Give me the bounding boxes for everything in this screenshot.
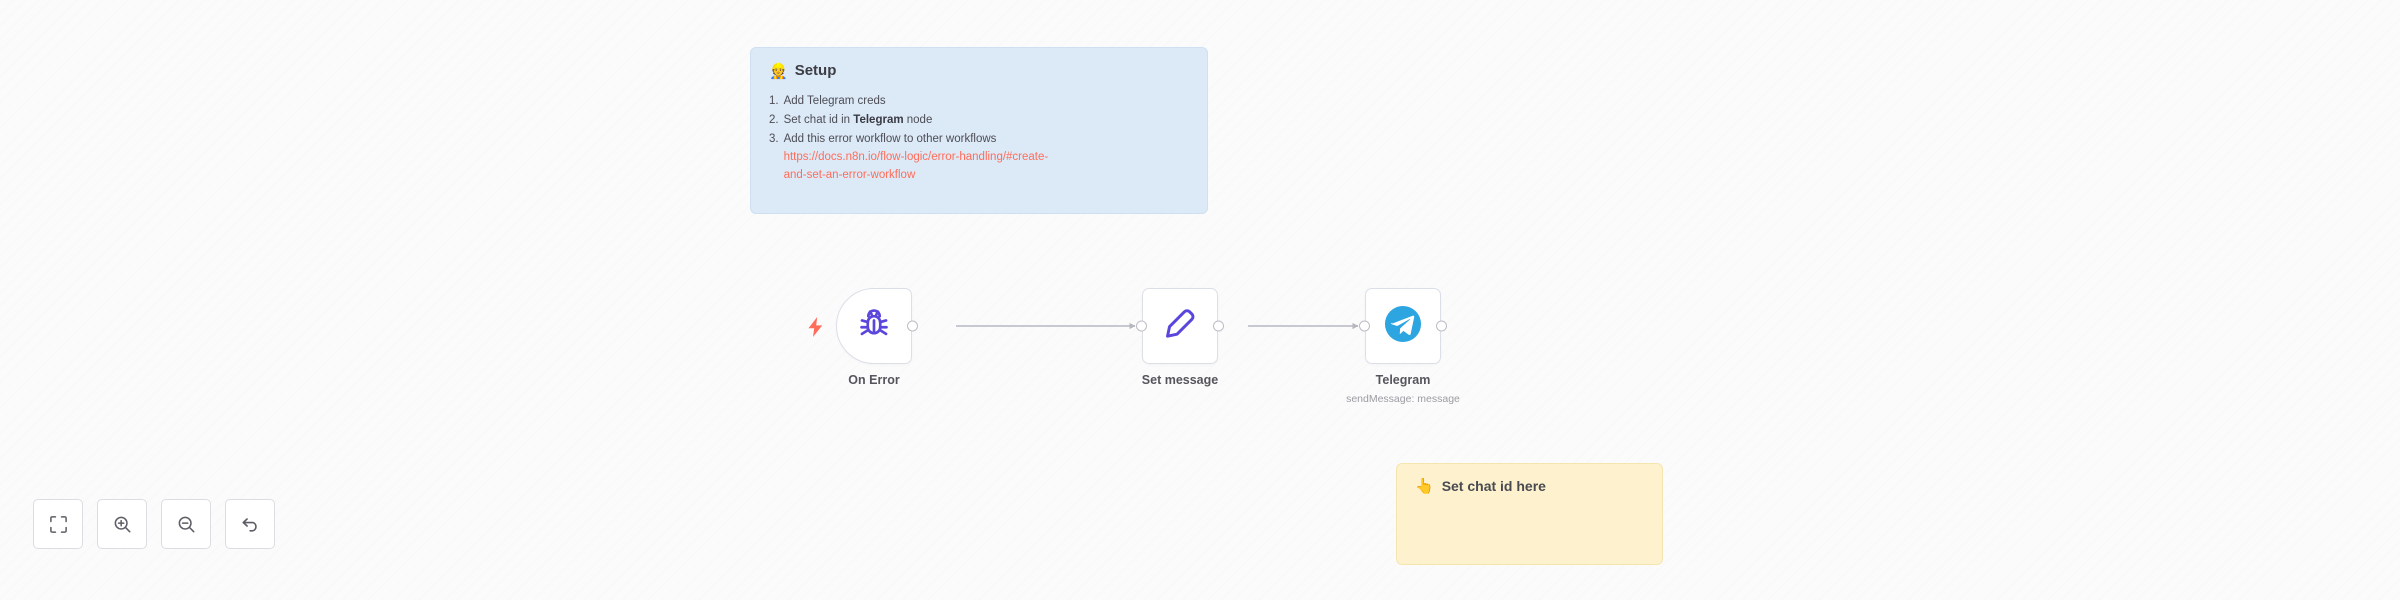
node-on-error-output-endpoint[interactable] — [907, 320, 918, 332]
node-set-message-input-endpoint[interactable] — [1136, 320, 1147, 332]
error-handling-docs-link[interactable]: https://docs.n8n.io/flow-logic/error-han… — [783, 150, 1049, 181]
setup-step-2-number: 2. — [769, 113, 779, 126]
setup-step-1-text: Add Telegram creds — [783, 95, 886, 107]
setup-step-3-number: 3. — [769, 132, 779, 145]
node-set-message-label: Set message — [1141, 373, 1219, 387]
sticky-note-chat-id-title: 👆 Set chat id here — [1415, 478, 1644, 495]
setup-step-3: 3. Add this error workflow to other work… — [769, 130, 1189, 185]
sticky-note-setup-steps: 1. Add Telegram creds 2. Set chat id in … — [769, 92, 1189, 185]
setup-step-2-prefix: Set chat id in — [783, 113, 854, 126]
fit-view-icon — [49, 515, 68, 534]
sticky-note-chat-id[interactable]: 👆 Set chat id here — [1396, 463, 1663, 565]
node-telegram[interactable]: Telegram sendMessage: message — [1346, 288, 1460, 405]
node-telegram-input-endpoint[interactable] — [1359, 320, 1370, 332]
sticky-note-setup-title-text: Setup — [794, 62, 837, 79]
pen-icon — [1163, 307, 1197, 346]
node-set-message-output-endpoint[interactable] — [1213, 320, 1224, 332]
setup-step-1-number: 1. — [769, 95, 779, 107]
setup-step-3-text: Add this error workflow to other workflo… — [784, 130, 1189, 185]
setup-step-2-bold: Telegram — [853, 113, 904, 126]
canvas-controls — [33, 499, 275, 549]
sticky-note-setup[interactable]: 👷 Setup 1. Add Telegram creds 2. Set cha… — [750, 47, 1208, 214]
trigger-lightning-bolt-icon — [807, 317, 824, 341]
telegram-icon — [1384, 305, 1422, 348]
node-on-error[interactable]: On Error — [836, 288, 918, 387]
setup-step-2-text: Set chat id in Telegram node — [784, 111, 1189, 130]
setup-step-3-label: Add this error workflow to other workflo… — [783, 132, 997, 145]
node-telegram-sublabel: sendMessage: message — [1346, 393, 1460, 405]
construction-worker-emoji: 👷 — [769, 62, 788, 80]
setup-step-2-suffix: node — [903, 113, 933, 126]
node-telegram-label: Telegram — [1375, 373, 1431, 387]
sticky-note-setup-title: 👷 Setup — [769, 62, 1189, 80]
fit-to-view-button[interactable] — [33, 499, 83, 549]
zoom-out-icon — [177, 515, 196, 534]
reset-zoom-button[interactable] — [225, 499, 275, 549]
bug-icon — [857, 307, 891, 346]
node-set-message[interactable]: Set message — [1136, 288, 1224, 387]
zoom-in-button[interactable] — [97, 499, 147, 549]
point-up-hand-emoji: 👆 — [1415, 477, 1434, 495]
zoom-in-icon — [113, 515, 132, 534]
node-on-error-label: On Error — [848, 373, 900, 387]
sticky-note-chat-id-title-text: Set chat id here — [1441, 478, 1546, 494]
undo-arrow-icon — [241, 515, 260, 534]
setup-step-2: 2. Set chat id in Telegram node — [769, 111, 1189, 130]
zoom-out-button[interactable] — [161, 499, 211, 549]
node-telegram-output-endpoint[interactable] — [1436, 320, 1447, 332]
setup-step-1: 1. Add Telegram creds — [769, 92, 1189, 111]
